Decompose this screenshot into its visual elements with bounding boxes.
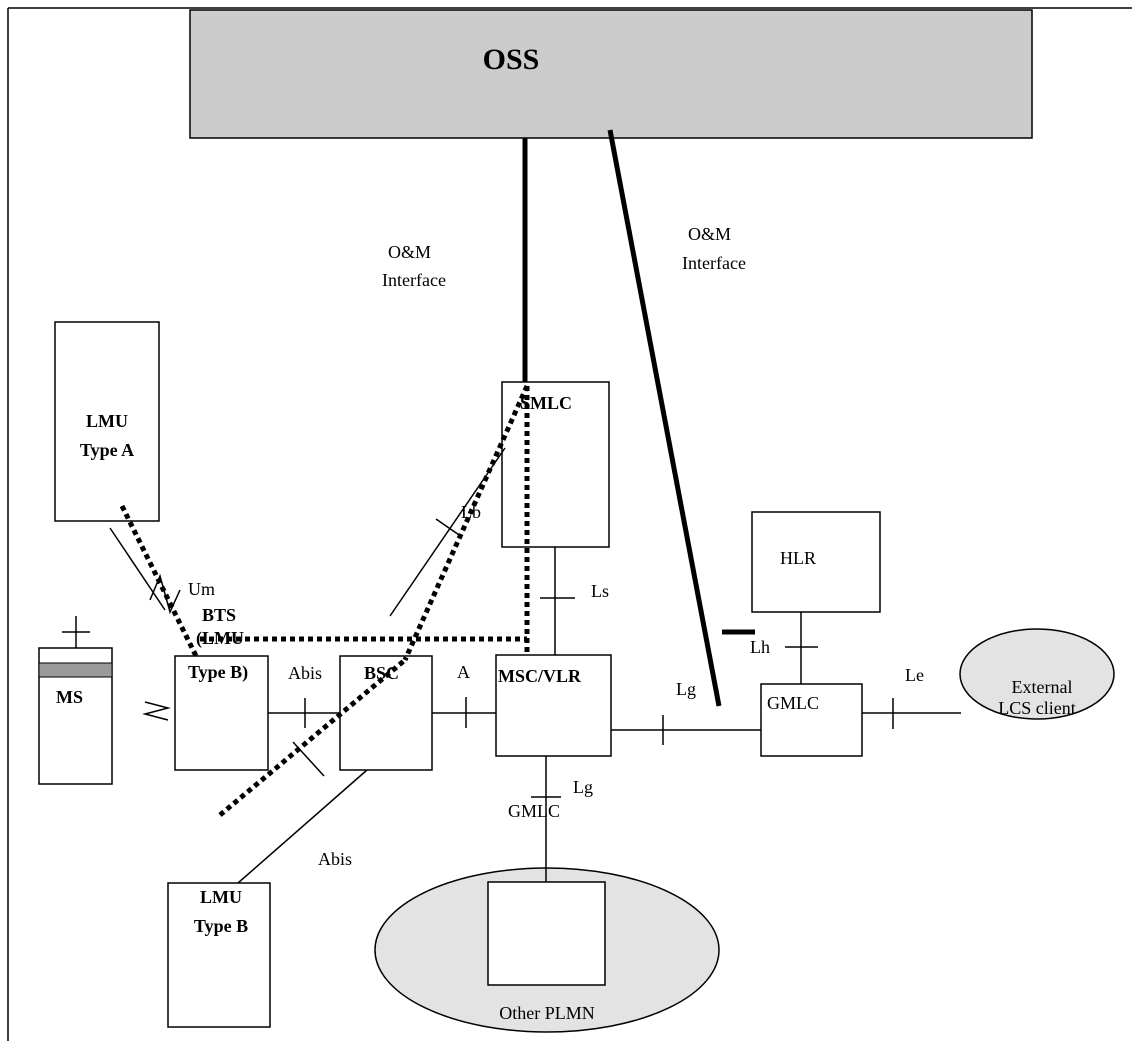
external-lcs-client-ellipse (959, 628, 1115, 720)
lmu-type-b-box (167, 882, 271, 1028)
hlr-label: HLR (780, 548, 816, 568)
lmu-type-a-box (54, 321, 160, 522)
ms-radio-zigzag (142, 701, 171, 721)
dotted-lower-diagonal (218, 658, 407, 817)
um-link (109, 527, 166, 611)
bts-label-2: (LMU (196, 628, 244, 648)
other-plmn-gmlc-box (487, 881, 606, 986)
gmlc-label: GMLC (767, 693, 820, 713)
ms-label: MS (56, 687, 83, 707)
oss-title: OSS (482, 43, 540, 76)
dotted-lmu-a-bts (119, 504, 200, 660)
lb-tick (435, 518, 463, 538)
lmu-type-a-label-2: Type A (79, 440, 135, 460)
le-label: Le (905, 665, 924, 685)
lh-label: Lh (750, 637, 770, 657)
hlr-box (751, 511, 881, 613)
lb-label: Lb (461, 502, 481, 522)
abis-bottom-label: Abis (318, 849, 353, 869)
om-interface-left-2: Interface (382, 270, 446, 290)
um-label: Um (188, 579, 215, 599)
lg-right-label: Lg (676, 679, 696, 699)
external-label-2: LCS client (998, 698, 1076, 718)
bts-label-3: Type B) (188, 662, 249, 682)
lmu-type-a-label-1: LMU (86, 411, 128, 431)
lmu-type-b-label-2: Type B (193, 916, 249, 936)
om-interface-left-1: O&M (388, 242, 432, 262)
smlc-box (501, 381, 610, 548)
smlc-label: SMLC (520, 393, 573, 413)
um-zigzag (149, 573, 181, 615)
external-label-1: External (1011, 677, 1073, 697)
oss-box (189, 9, 1033, 139)
msc-vlr-box (495, 654, 612, 757)
om-interface-right-1: O&M (688, 224, 732, 244)
om-interface-right-2: Interface (682, 253, 746, 273)
abis-lmu-b-link (237, 769, 368, 884)
lb-link (389, 447, 506, 617)
lg-down-label: Lg (573, 777, 593, 797)
gmlc-box (760, 683, 863, 757)
ms-display-strip (38, 662, 113, 678)
dotted-smlc-diagonal (402, 384, 530, 662)
lmu-type-b-label-1: LMU (200, 887, 242, 907)
gmlc-bottom-label: GMLC (508, 801, 561, 821)
ls-label: Ls (591, 581, 609, 601)
a-label: A (457, 662, 470, 682)
msc-vlr-label: MSC/VLR (498, 666, 582, 686)
bsc-label: BSC (364, 663, 400, 683)
om-link-gmlc (607, 129, 722, 707)
abis-top-label: Abis (288, 663, 323, 683)
other-plmn-label: Other PLMN (499, 1003, 595, 1023)
bts-label-1: BTS (202, 605, 237, 625)
